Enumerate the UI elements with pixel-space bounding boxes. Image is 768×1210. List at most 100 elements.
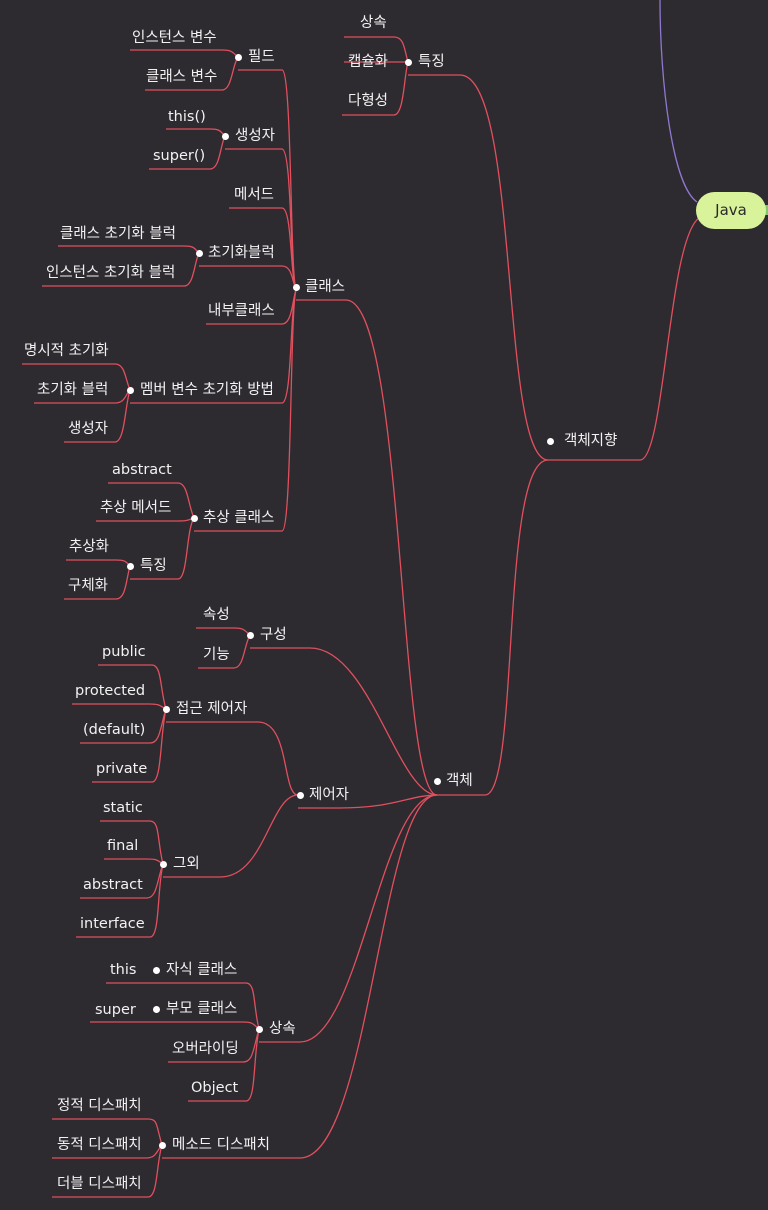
leaf-dynamic-dispatch[interactable]: 동적 디스패치	[57, 1137, 142, 1153]
leaf-constructor[interactable]: 생성자	[68, 421, 109, 437]
node-inheritance[interactable]: 상속	[269, 1021, 296, 1037]
node-field[interactable]: 필드	[248, 49, 275, 65]
leaf-double-dispatch[interactable]: 더블 디스패치	[57, 1176, 142, 1192]
leaf-interface[interactable]: interface	[80, 916, 145, 932]
node-dot	[246, 631, 254, 639]
edge-oop-object	[437, 459, 549, 796]
node-dot	[159, 860, 167, 868]
leaf-this-call[interactable]: this()	[168, 109, 206, 125]
leaf-abstract-keyword[interactable]: abstract	[112, 462, 172, 478]
edge-feature-3	[342, 61, 409, 116]
leaf-explicit-init[interactable]: 명시적 초기화	[24, 343, 109, 359]
leaf-function[interactable]: 기능	[203, 647, 230, 663]
node-dot	[152, 1005, 160, 1013]
node-dot	[152, 966, 160, 974]
edge-object-class	[296, 299, 438, 796]
leaf-this-keyword[interactable]: this	[110, 962, 137, 978]
edge-feature-1	[344, 36, 409, 63]
node-dot	[126, 386, 134, 394]
node-constructor[interactable]: 생성자	[235, 128, 276, 144]
node-abstract-features[interactable]: 특징	[140, 558, 167, 574]
edge-absfeature-2	[64, 565, 131, 600]
leaf-class-init-block[interactable]: 클래스 초기화 블럭	[60, 226, 176, 242]
node-dot	[158, 1141, 166, 1149]
edge-class-constructor	[225, 148, 297, 291]
node-parent-class[interactable]: 부모 클래스	[166, 1001, 238, 1017]
edge-abstract-2	[96, 517, 195, 522]
node-member-init[interactable]: 멤버 변수 초기화 방법	[140, 382, 274, 398]
leaf-init-block[interactable]: 초기화 블럭	[37, 382, 109, 398]
edge-inheritance-child	[156, 982, 260, 1030]
leaf-super-call[interactable]: super()	[153, 148, 206, 164]
edge-absfeature-1	[66, 559, 131, 567]
leaf-feature-polymorphism[interactable]: 다형성	[348, 93, 389, 109]
leaf-static-dispatch[interactable]: 정적 디스패치	[57, 1098, 142, 1114]
node-class[interactable]: 클래스	[305, 279, 346, 295]
node-child-class[interactable]: 자식 클래스	[166, 962, 238, 978]
node-overriding[interactable]: 오버라이딩	[172, 1041, 239, 1057]
leaf-public[interactable]: public	[102, 644, 146, 660]
edge-object-modifier	[298, 794, 438, 809]
edge-initblock-1	[58, 245, 200, 254]
edge-object-inheritance	[259, 794, 438, 1043]
node-dot	[546, 437, 554, 445]
leaf-final[interactable]: final	[107, 838, 139, 854]
node-dot	[255, 1025, 263, 1033]
node-oop-features[interactable]: 특징	[418, 54, 445, 70]
node-access-modifier[interactable]: 접근 제어자	[176, 701, 248, 717]
leaf-instance-variable[interactable]: 인스턴스 변수	[132, 30, 217, 46]
edge-abstract-1	[108, 482, 195, 519]
node-dot	[221, 132, 229, 140]
leaf-abstraction[interactable]: 추상화	[69, 539, 110, 555]
node-dot	[195, 249, 203, 257]
edge-other-4	[76, 863, 164, 938]
leaf-attribute[interactable]: 속성	[203, 607, 230, 623]
node-object-class[interactable]: Object	[191, 1080, 239, 1096]
leaf-super-keyword[interactable]: super	[95, 1002, 136, 1018]
edge-inheritance-object	[188, 1028, 260, 1102]
edge-constructor-2	[149, 135, 226, 170]
node-method[interactable]: 메서드	[234, 187, 275, 203]
node-dot	[404, 58, 412, 66]
leaf-private[interactable]: private	[96, 761, 148, 777]
leaf-instance-init-block[interactable]: 인스턴스 초기화 블럭	[46, 265, 176, 281]
node-object[interactable]: 객체	[446, 773, 473, 789]
leaf-default[interactable]: (default)	[83, 722, 146, 738]
edge-other-3	[80, 863, 164, 899]
leaf-concretization[interactable]: 구체화	[68, 578, 109, 594]
edge-modifier-other	[163, 794, 299, 878]
leaf-protected[interactable]: protected	[75, 683, 146, 699]
leaf-static[interactable]: static	[103, 800, 143, 816]
edge-root-oop	[548, 217, 700, 461]
leaf-class-variable[interactable]: 클래스 변수	[146, 69, 218, 85]
node-inner-class[interactable]: 내부클래스	[208, 303, 275, 319]
edge-dispatch-1	[52, 1118, 163, 1146]
edge-access-2	[72, 703, 167, 710]
edge-constructor-1	[166, 128, 226, 137]
edge-other-2	[104, 858, 164, 865]
leaf-feature-encapsulation[interactable]: 캡슐화	[348, 54, 389, 70]
leaf-abstract-method[interactable]: 추상 메서드	[100, 500, 172, 516]
node-abstract-class[interactable]: 추상 클래스	[203, 510, 275, 526]
edge-inheritance-parent	[156, 1021, 260, 1030]
edge-access-1	[98, 664, 167, 710]
node-init-block[interactable]: 초기화블럭	[208, 245, 275, 261]
node-modifier[interactable]: 제어자	[309, 787, 350, 803]
leaf-abstract-modifier[interactable]: abstract	[83, 877, 143, 893]
node-oop[interactable]: 객체지향	[564, 433, 618, 449]
leaf-feature-inheritance[interactable]: 상속	[360, 15, 387, 31]
node-method-dispatch[interactable]: 메소드 디스패치	[172, 1137, 270, 1153]
node-composition[interactable]: 구성	[260, 627, 287, 643]
edge-other-1	[100, 820, 164, 865]
root-node-java[interactable]: Java	[696, 192, 766, 229]
edge-access-4	[92, 708, 167, 783]
node-dot	[292, 283, 300, 291]
edge-field-1	[130, 49, 239, 58]
node-other-modifier[interactable]: 그외	[173, 856, 200, 872]
edge-memberinit-3	[64, 389, 131, 443]
node-dot	[190, 514, 198, 522]
edge-modifier-access	[166, 721, 299, 796]
edge-composition-2	[198, 634, 251, 669]
